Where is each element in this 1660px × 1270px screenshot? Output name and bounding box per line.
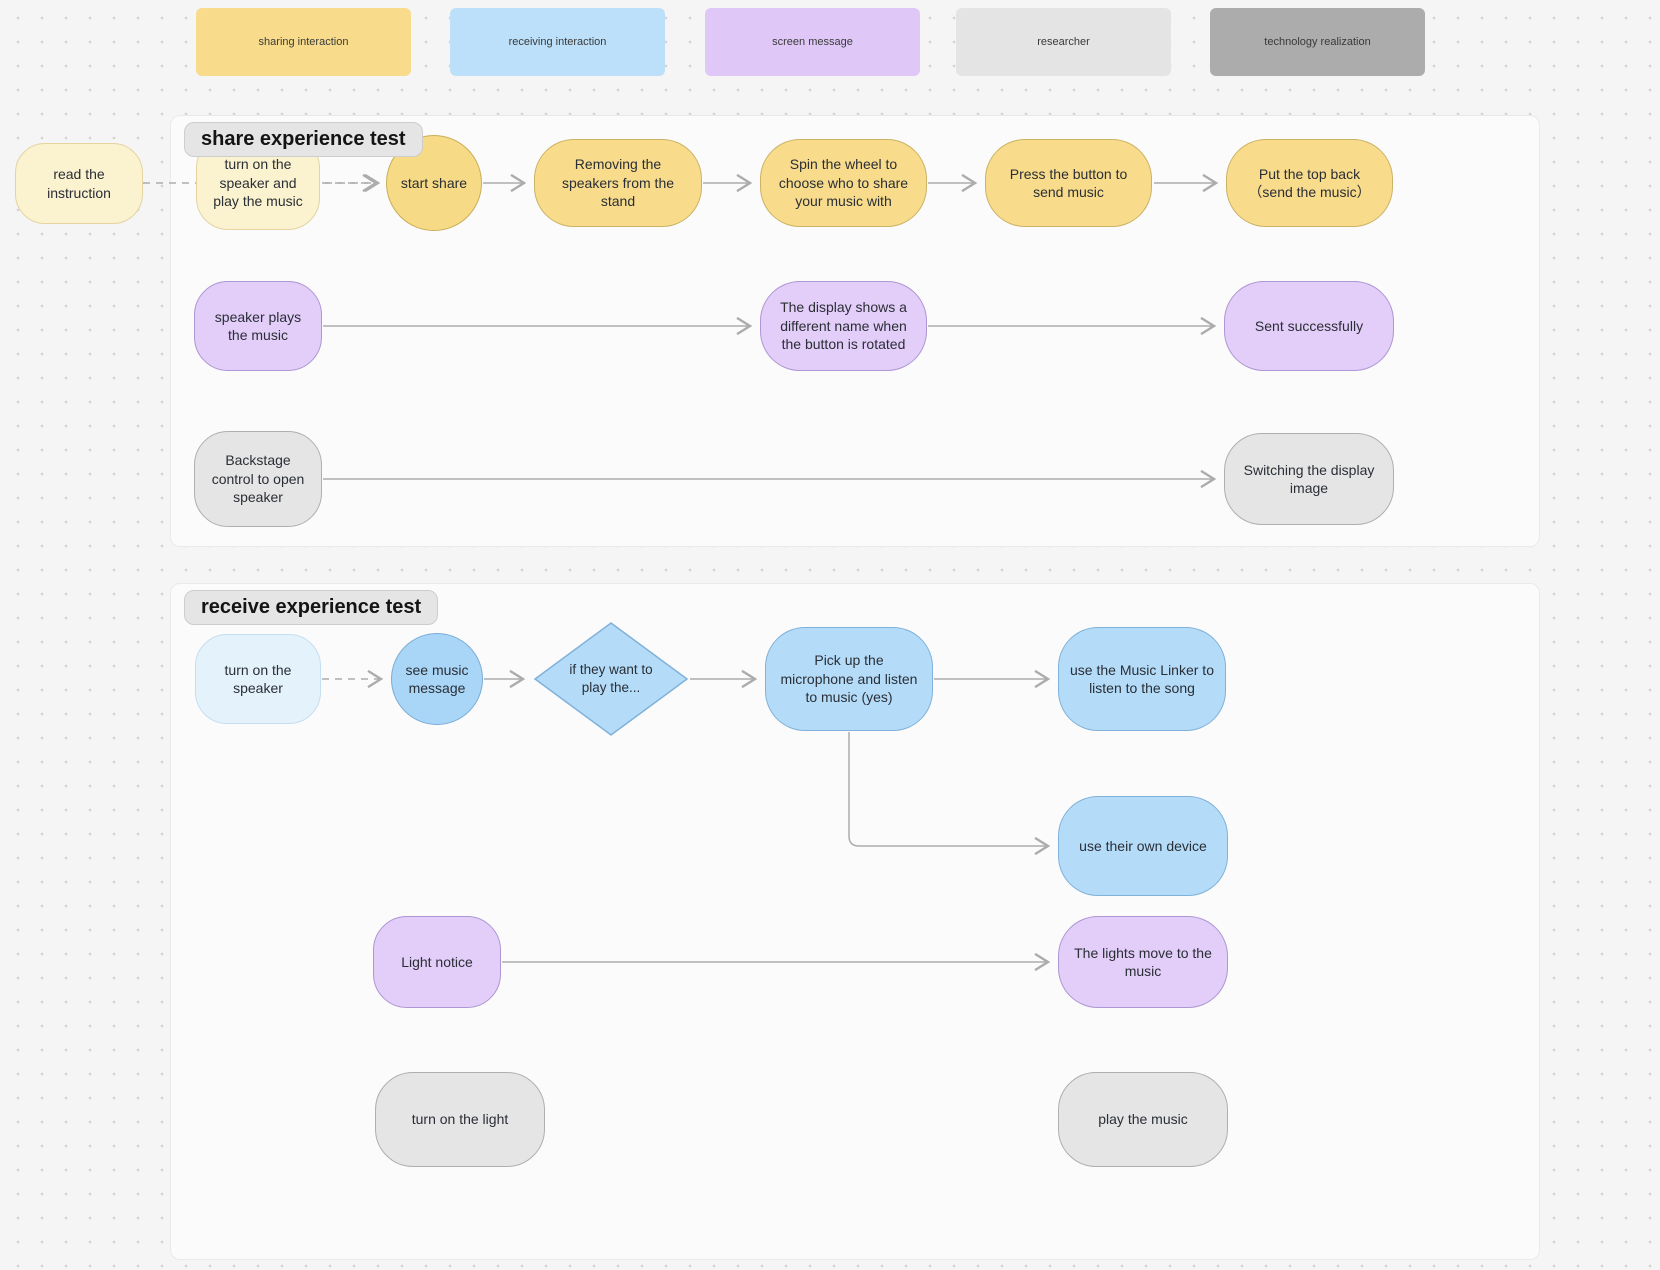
node-label: turn on the speaker and play the music — [213, 156, 303, 210]
node-label: turn on the speaker — [224, 661, 292, 696]
node-spin-the-wheel[interactable]: Spin the wheel to choose who to share yo… — [760, 139, 927, 227]
node-speaker-plays-music[interactable]: speaker plays the music — [194, 281, 322, 371]
node-label: if they want to play the... — [569, 662, 653, 695]
node-turn-on-the-light[interactable]: turn on the light — [375, 1072, 545, 1167]
node-label: Spin the wheel to choose who to share yo… — [778, 156, 909, 210]
node-put-the-top-back[interactable]: Put the top back（send the music） — [1226, 139, 1393, 227]
legend-card-technology-realization[interactable]: technology realization — [1210, 8, 1425, 76]
node-label: speaker plays the music — [214, 308, 302, 343]
node-label: Press the button to send music — [1009, 165, 1128, 200]
node-label: play the music — [1098, 1111, 1188, 1128]
legend-card-screen-message[interactable]: screen message — [705, 8, 920, 76]
legend-label: receiving interaction — [508, 36, 607, 48]
node-label: Sent successfully — [1254, 317, 1364, 334]
node-label: The display shows a different name when … — [780, 299, 907, 353]
node-label: Put the top back（send the music） — [1248, 165, 1371, 200]
node-label: Light notice — [401, 953, 473, 970]
node-use-their-own-device[interactable]: use their own device — [1058, 796, 1228, 896]
node-display-shows-different-name[interactable]: The display shows a different name when … — [760, 281, 927, 371]
connector-pickup-to-owndevice[interactable] — [848, 732, 1051, 856]
node-removing-speakers-from-stand[interactable]: Removing the speakers from the stand — [534, 139, 702, 227]
legend-label: technology realization — [1264, 36, 1371, 48]
node-label: see music message — [405, 661, 469, 696]
node-label: Switching the display image — [1243, 461, 1375, 496]
node-backstage-control-open-speaker[interactable]: Backstage control to open speaker — [194, 431, 322, 527]
diamond-shape — [533, 622, 689, 736]
node-label: Backstage control to open speaker — [211, 452, 305, 506]
node-label: Removing the speakers from the stand — [561, 156, 675, 210]
frame-title-receive[interactable]: receive experience test — [184, 590, 439, 625]
legend-label: screen message — [772, 36, 853, 48]
legend-card-sharing-interaction[interactable]: sharing interaction — [196, 8, 411, 76]
legend-card-researcher[interactable]: researcher — [956, 8, 1171, 76]
node-read-the-instruction[interactable]: read the instruction — [15, 143, 143, 224]
node-sent-successfully[interactable]: Sent successfully — [1224, 281, 1394, 371]
node-pick-up-microphone[interactable]: Pick up the microphone and listen to mus… — [765, 627, 933, 731]
node-label: turn on the light — [411, 1111, 509, 1128]
node-press-button-send-music[interactable]: Press the button to send music — [985, 139, 1152, 227]
node-use-music-linker[interactable]: use the Music Linker to listen to the so… — [1058, 627, 1226, 731]
node-see-music-message[interactable]: see music message — [391, 633, 483, 725]
node-light-notice[interactable]: Light notice — [373, 916, 501, 1008]
node-label: start share — [400, 174, 468, 191]
node-switching-display-image[interactable]: Switching the display image — [1224, 433, 1394, 525]
node-lights-move-to-music[interactable]: The lights move to the music — [1058, 916, 1228, 1008]
legend-card-receiving-interaction[interactable]: receiving interaction — [450, 8, 665, 76]
node-label: read the instruction — [47, 166, 111, 201]
node-play-the-music[interactable]: play the music — [1058, 1072, 1228, 1167]
node-if-they-want-to-play[interactable]: if they want to play the... — [533, 621, 689, 737]
node-label: The lights move to the music — [1074, 944, 1212, 979]
node-label: use their own device — [1079, 837, 1207, 854]
node-turn-on-the-speaker[interactable]: turn on the speaker — [195, 634, 321, 724]
frame-title-share[interactable]: share experience test — [184, 122, 423, 157]
node-label: use the Music Linker to listen to the so… — [1070, 661, 1214, 696]
legend-label: sharing interaction — [258, 36, 349, 48]
node-label: Pick up the microphone and listen to mus… — [780, 652, 918, 706]
legend-label: researcher — [1037, 36, 1090, 48]
